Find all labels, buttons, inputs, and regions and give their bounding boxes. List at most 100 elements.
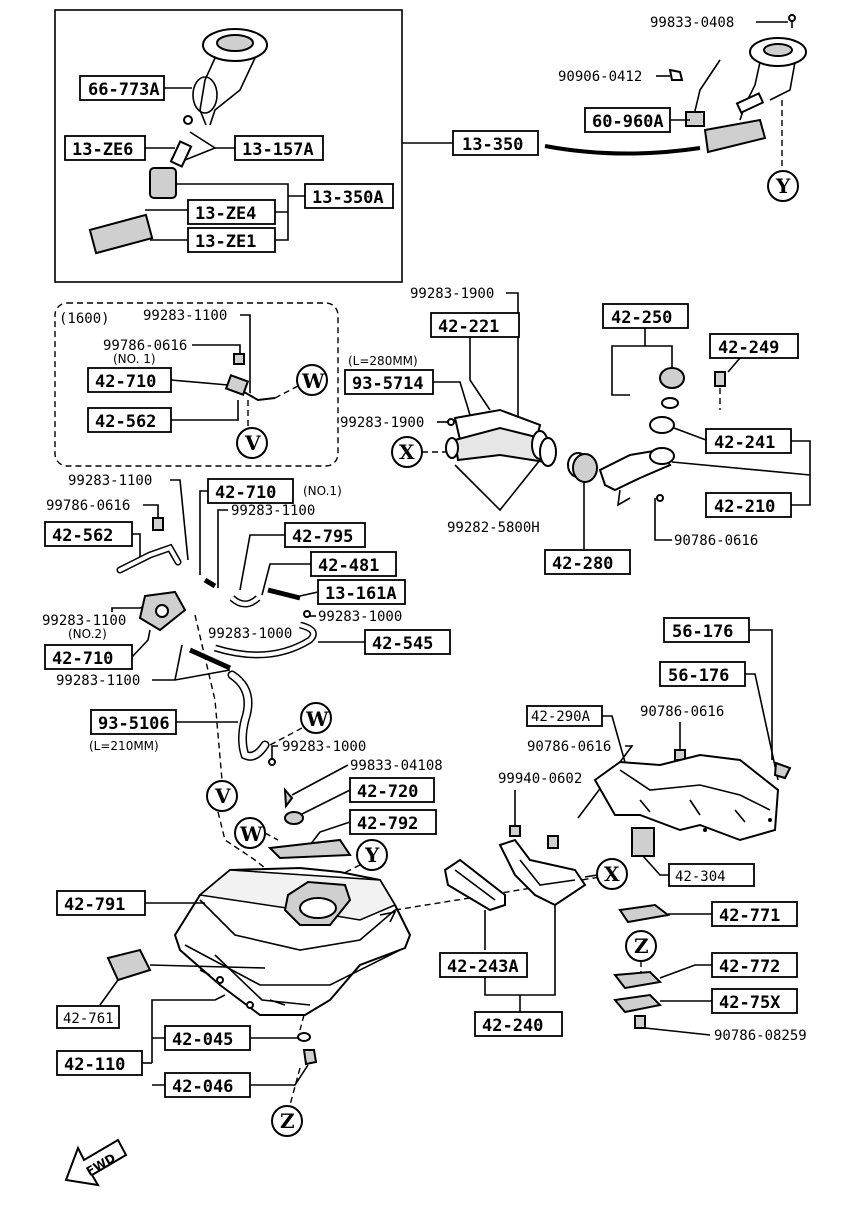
pump-strainer (88, 213, 154, 255)
label-42-290a: 42-290A (531, 709, 591, 725)
label-90906-0412: 90906-0412 (558, 69, 642, 85)
label-99283-1000-c: 99283-1000 (282, 739, 366, 755)
label-42-221: 42-221 (438, 317, 499, 337)
label-13-161a: 13-161A (325, 584, 397, 604)
label-99283-1000-b: 99283-1000 (208, 626, 292, 642)
box-13-157a (234, 135, 324, 161)
box-93-5714 (344, 369, 434, 395)
ref-z-low-label: Z (280, 1109, 295, 1133)
box-13-ze4 (187, 199, 276, 225)
label-60-960a: 60-960A (592, 112, 664, 132)
label-no1-a: (NO. 1) (113, 352, 156, 366)
ref-w-inset (296, 364, 328, 396)
hose-93-5106 (229, 672, 268, 760)
label-13-157a: 13-157A (242, 140, 314, 160)
hose-42-545 (214, 623, 316, 657)
label-42-481: 42-481 (318, 556, 379, 576)
label-42-771: 42-771 (719, 906, 780, 926)
label-66-773a: 66-773A (88, 80, 160, 100)
box-13-350a (304, 183, 394, 209)
box-42-481 (310, 551, 397, 577)
ref-z-right-label: Z (634, 934, 649, 958)
drain-plug-42-046 (302, 1049, 318, 1066)
box-42-241 (705, 428, 792, 454)
filler-seal-42-241 (649, 416, 675, 434)
pump-inset-frame (54, 9, 403, 283)
box-56-176-a (663, 617, 750, 643)
label-99283-1900-a: 99283-1900 (410, 286, 494, 302)
label-42-761: 42-761 (63, 1011, 114, 1027)
pad-42-304 (631, 827, 655, 857)
ref-w-mid-label: W (305, 707, 329, 731)
box-13-350 (452, 130, 539, 156)
label-13-350: 13-350 (462, 135, 523, 155)
ref-w-mid (300, 702, 332, 734)
pump-bracket-left (199, 57, 216, 126)
gasket-42-792 (267, 838, 352, 860)
box-42-240 (474, 1011, 563, 1037)
label-42-562-b: 42-562 (52, 526, 113, 546)
inset-1600-frame (54, 302, 339, 467)
label-l280: (L=280MM) (348, 354, 418, 368)
label-42-772: 42-772 (719, 957, 780, 977)
ref-y-top-label: Y (775, 174, 791, 198)
label-42-110: 42-110 (64, 1055, 125, 1075)
washer-42-045 (297, 1032, 311, 1042)
part-42-75x (613, 993, 663, 1014)
label-13-ze6: 13-ZE6 (72, 140, 133, 160)
ref-v-mid (206, 780, 238, 812)
ref-x-right-label: X (604, 862, 620, 886)
filler-cap (659, 367, 685, 389)
label-42-210: 42-210 (714, 497, 775, 517)
label-42-240: 42-240 (482, 1016, 543, 1036)
label-99786-0616-a: 99786-0616 (103, 338, 187, 354)
label-42-562-a: 42-562 (95, 412, 156, 432)
label-99283-1000-a: 99283-1000 (318, 609, 402, 625)
box-42-221 (430, 312, 520, 338)
label-42-720: 42-720 (357, 782, 418, 802)
box-42-75x (711, 988, 798, 1014)
label-42-241: 42-241 (714, 433, 775, 453)
box-42-046 (164, 1072, 251, 1098)
label-42-045: 42-045 (172, 1030, 233, 1050)
label-42-792: 42-792 (357, 814, 418, 834)
label-42-791: 42-791 (64, 895, 125, 915)
label-42-243a: 42-243A (447, 957, 519, 977)
ref-v-inset-label: V (244, 431, 261, 455)
box-42-110 (56, 1050, 143, 1076)
label-42-710-a: 42-710 (95, 372, 156, 392)
label-99833-04108: 99833-04108 (350, 758, 443, 774)
pump-loop (192, 76, 218, 114)
label-13-350a: 13-350A (312, 188, 384, 208)
label-99283-1100-d: 99283-1100 (42, 613, 126, 629)
label-93-5714: 93-5714 (352, 374, 424, 394)
box-60-960a (584, 107, 671, 133)
filler-grommet (572, 453, 598, 483)
box-42-710-c (44, 644, 133, 670)
ref-v-mid-label: V (214, 784, 231, 808)
label-99283-1100-e: 99283-1100 (56, 673, 140, 689)
ref-w-inset-label: W (301, 369, 325, 393)
label-99282-5800h: 99282-5800H (447, 520, 540, 536)
box-42-710-a (87, 367, 172, 393)
box-13-161a (317, 579, 406, 605)
label-99283-1100-a: 99283-1100 (143, 308, 227, 324)
label-13-ze4: 13-ZE4 (195, 204, 256, 224)
label-42-795: 42-795 (292, 527, 353, 547)
box-42-250 (602, 303, 689, 329)
label-42-250: 42-250 (611, 308, 672, 328)
box-42-771 (711, 901, 798, 927)
clip-56-176 (773, 761, 792, 780)
pad-42-761 (106, 948, 152, 982)
bracket-42-240 (498, 838, 587, 907)
label-1600: (1600) (59, 311, 110, 327)
box-42-249 (709, 333, 799, 359)
label-42-280: 42-280 (552, 554, 613, 574)
pump-flange-center (216, 34, 254, 52)
box-42-243a (439, 952, 528, 978)
label-93-5106: 93-5106 (98, 714, 170, 734)
nut-42-720 (284, 811, 304, 825)
label-42-046: 42-046 (172, 1077, 233, 1097)
label-42-710-b: 42-710 (215, 483, 276, 503)
